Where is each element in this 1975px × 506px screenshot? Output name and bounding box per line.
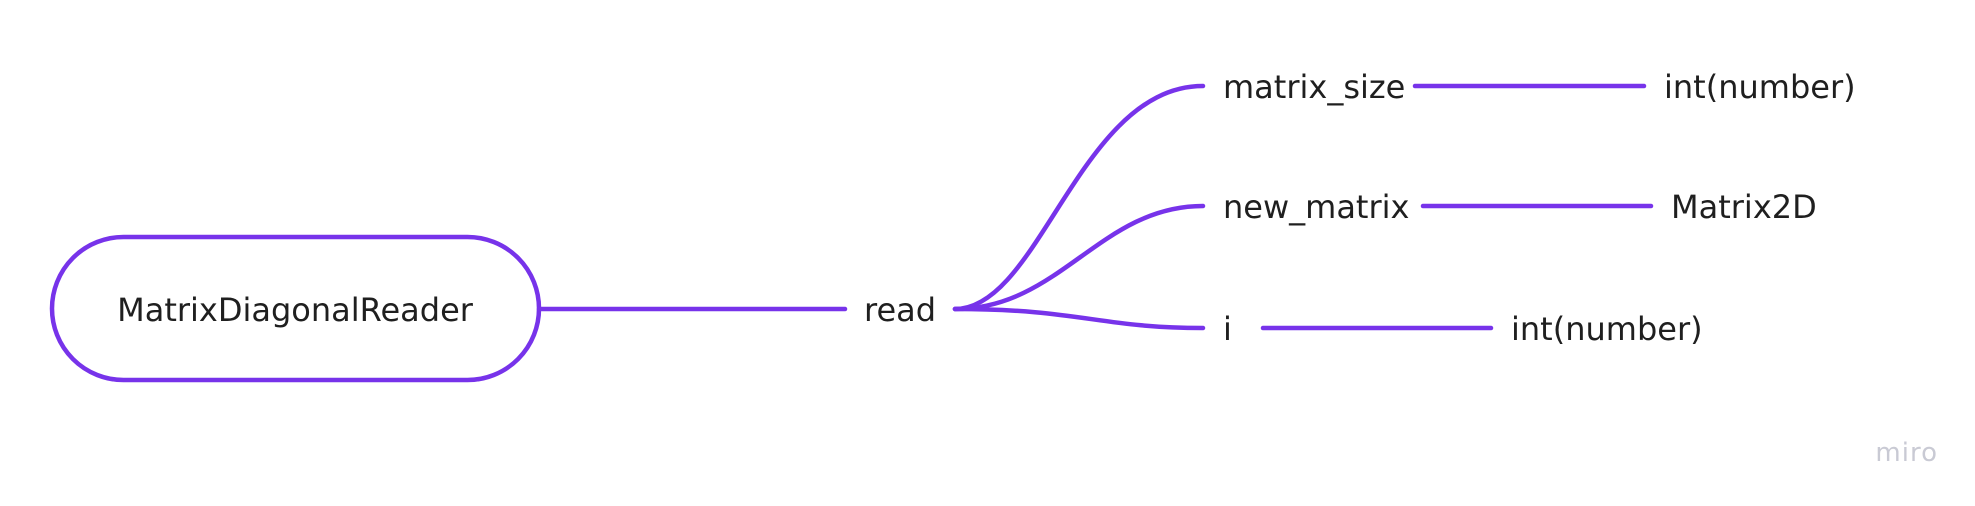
root-node[interactable]: MatrixDiagonalReader bbox=[49, 234, 542, 383]
miro-watermark: miro bbox=[1875, 438, 1938, 468]
read-node-label[interactable]: read bbox=[864, 291, 936, 329]
type-label-new-matrix[interactable]: Matrix2D bbox=[1671, 188, 1817, 226]
branch-label-matrix-size[interactable]: matrix_size bbox=[1223, 68, 1405, 106]
type-label-i[interactable]: int(number) bbox=[1511, 310, 1703, 348]
branch-label-new-matrix[interactable]: new_matrix bbox=[1223, 188, 1409, 226]
root-node-label: MatrixDiagonalReader bbox=[117, 291, 474, 329]
read-to-i-connector bbox=[952, 306, 1206, 331]
branch-label-i[interactable]: i bbox=[1223, 310, 1232, 348]
type-label-matrix-size[interactable]: int(number) bbox=[1664, 68, 1856, 106]
read-to-new-matrix-connector bbox=[952, 203, 1206, 312]
read-to-matrix-size-connector bbox=[952, 83, 1206, 312]
